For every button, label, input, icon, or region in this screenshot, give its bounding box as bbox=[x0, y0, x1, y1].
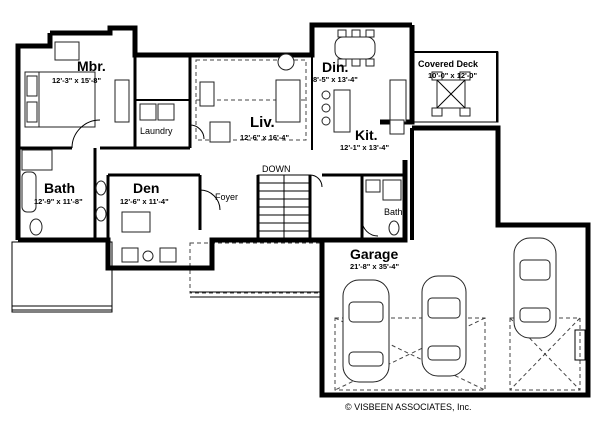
sink-icon bbox=[95, 180, 107, 196]
dresser-icon bbox=[114, 79, 130, 123]
copyright: © VISBEEN ASSOCIATES, Inc. bbox=[345, 402, 472, 412]
dining-table-icon bbox=[334, 29, 376, 67]
room-name-din: Din. bbox=[322, 59, 348, 75]
range-icon bbox=[389, 119, 405, 135]
room-name-kit: Kit. bbox=[355, 127, 378, 143]
counter-icon bbox=[389, 79, 407, 123]
room-dim-mbr: 12'-3" x 15'-8" bbox=[52, 76, 101, 85]
bathtub-icon bbox=[21, 171, 37, 213]
room-dim-kit: 12'-1" x 13'-4" bbox=[340, 143, 389, 152]
kitchen-island-icon bbox=[333, 89, 351, 133]
exterior-walls bbox=[15, 22, 415, 271]
room-name-bath: Bath bbox=[44, 180, 75, 196]
armchair-icon bbox=[121, 247, 139, 263]
stool-icon bbox=[321, 103, 331, 113]
car-icon bbox=[513, 237, 557, 339]
dryer-icon bbox=[157, 103, 175, 121]
shower-icon bbox=[382, 179, 402, 201]
side-table-icon bbox=[277, 53, 295, 71]
room-dim-liv: 12'-6" x 16'-4" bbox=[240, 133, 289, 142]
sink-icon bbox=[95, 206, 107, 222]
furniture bbox=[21, 29, 407, 263]
shower-icon bbox=[21, 149, 53, 171]
washer-icon bbox=[139, 103, 157, 121]
desk-icon bbox=[121, 211, 151, 233]
room-name-liv: Liv. bbox=[250, 114, 275, 131]
room-dim-covered-deck: 10'-0" x 12'-0" bbox=[428, 71, 477, 80]
tv-cabinet-icon bbox=[199, 81, 215, 107]
bed-icon bbox=[24, 71, 96, 128]
stool-icon bbox=[321, 90, 331, 100]
room-name-laundry: Laundry bbox=[140, 126, 173, 136]
room-dim-din: 8'-5" x 13'-4" bbox=[313, 75, 358, 84]
garage bbox=[319, 125, 591, 398]
stool-icon bbox=[321, 116, 331, 126]
room-dim-garage: 21'-8" x 35'-4" bbox=[350, 262, 399, 271]
room-labels: Mbr. 12'-3" x 15'-8" Laundry Liv. 12'-6"… bbox=[34, 58, 479, 271]
car-icon bbox=[421, 275, 467, 377]
car-icon bbox=[342, 279, 390, 383]
room-name-bath2: Bath bbox=[384, 207, 403, 217]
sofa-icon bbox=[275, 79, 301, 123]
doors bbox=[71, 119, 379, 237]
sink-icon bbox=[365, 179, 381, 193]
room-name-covered-deck: Covered Deck bbox=[418, 59, 479, 69]
room-dim-den: 12'-6" x 11'-4" bbox=[120, 197, 169, 206]
armchair-icon bbox=[209, 121, 231, 143]
covered-deck bbox=[411, 51, 499, 123]
side-table-icon bbox=[142, 250, 154, 262]
stair-label: DOWN bbox=[262, 164, 291, 174]
toilet-icon bbox=[29, 218, 43, 236]
room-name-den: Den bbox=[133, 180, 159, 196]
room-name-foyer: Foyer bbox=[215, 192, 238, 202]
room-name-garage: Garage bbox=[350, 246, 398, 262]
room-name-mbr: Mbr. bbox=[77, 58, 106, 74]
armchair-icon bbox=[159, 247, 177, 263]
toilet-icon bbox=[388, 220, 400, 236]
armchair-icon bbox=[54, 41, 80, 61]
room-dim-bath: 12'-9" x 11'-8" bbox=[34, 197, 83, 206]
